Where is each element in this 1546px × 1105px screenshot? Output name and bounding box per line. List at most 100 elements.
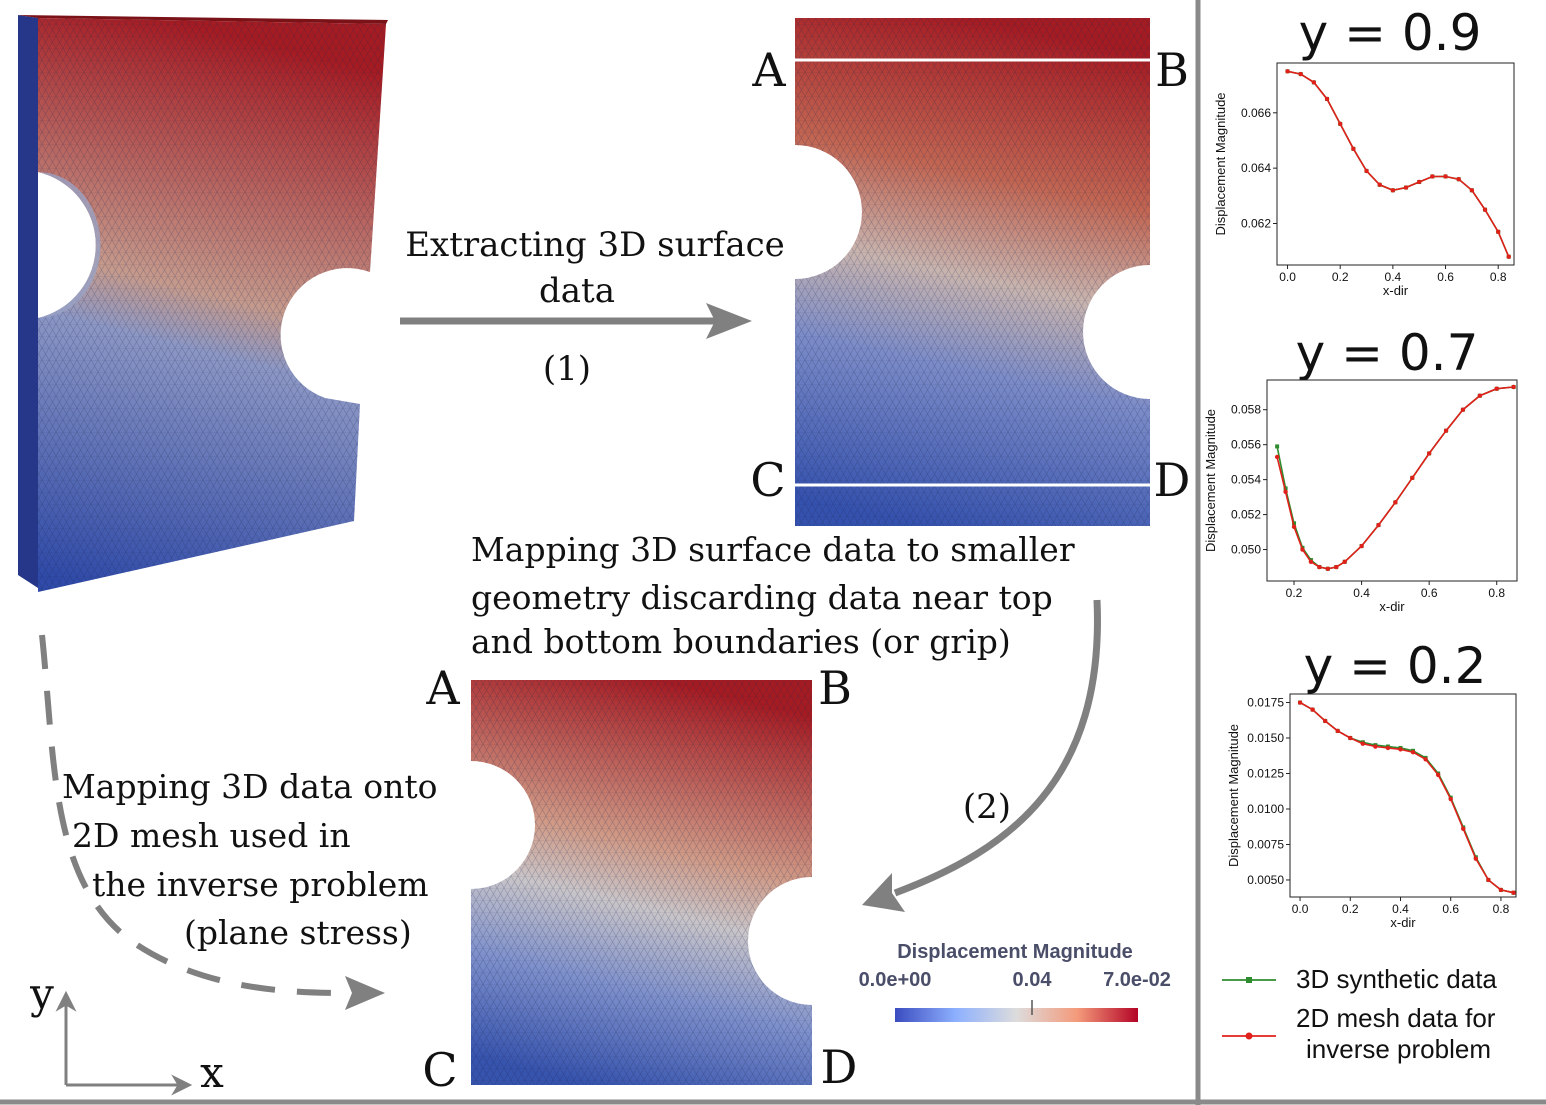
label-c-top: C	[750, 453, 785, 507]
axis-x-label: x	[200, 1048, 224, 1097]
specimen-3d	[18, 15, 388, 592]
step3-arrow-head	[345, 976, 385, 1010]
series-line-2d	[1287, 70, 1510, 258]
point-2d	[1494, 386, 1499, 391]
point-2d	[1317, 564, 1322, 570]
point-2d	[1461, 826, 1466, 832]
step1-label-line1: Extracting 3D surface	[405, 225, 785, 265]
y-tick-label: 0.066	[1241, 106, 1271, 120]
point-2d	[1506, 254, 1511, 259]
colorbar: Displacement Magnitude 0.0e+00 0.04 7.0e…	[859, 941, 1171, 1022]
y-axis-label: Displacement Magnitude	[1213, 92, 1228, 235]
y-tick-label: 0.064	[1241, 161, 1271, 175]
label-b-bottom: B	[818, 661, 852, 715]
step2-number: (2)	[963, 787, 1011, 827]
point-2d	[1300, 547, 1305, 552]
y-tick-label: 0.052	[1231, 508, 1261, 522]
point-2d	[1311, 80, 1317, 85]
point-2d	[1443, 428, 1449, 433]
point-2d	[1403, 185, 1409, 190]
x-tick-label: 0.8	[1493, 902, 1510, 916]
x-tick-label: 0.0	[1279, 270, 1296, 284]
label-a-top: A	[751, 43, 786, 97]
point-2d	[1410, 750, 1416, 755]
point-2d	[1398, 747, 1403, 752]
colorbar-title: Displacement Magnitude	[897, 941, 1133, 963]
step2-arrow	[862, 599, 1101, 912]
mesh-2d	[471, 680, 812, 1085]
point-2d	[1308, 559, 1314, 564]
label-d-bottom: D	[821, 1040, 858, 1094]
colorbar-mid-label: 0.04	[1013, 969, 1053, 991]
point-2d	[1423, 757, 1428, 762]
step2-label-line1: Mapping 3D surface data to smaller	[471, 530, 1075, 569]
label-c-bottom: C	[422, 1043, 457, 1097]
plot-frame	[1276, 62, 1515, 266]
point-2d	[1364, 168, 1369, 174]
y-tick-label: 0.0150	[1247, 731, 1284, 745]
point-3d	[1292, 521, 1297, 526]
point-3d	[1283, 486, 1288, 491]
x-tick-label: 0.2	[1332, 270, 1349, 284]
point-2d	[1393, 500, 1398, 505]
point-2d	[1460, 407, 1466, 412]
point-2d	[1473, 856, 1479, 861]
x-tick-label: 0.4	[1353, 586, 1370, 600]
step3-label-line1: Mapping 3D data onto	[62, 767, 438, 806]
plot-title: y = 0.9	[1299, 4, 1482, 62]
plot-frame	[1266, 379, 1518, 582]
x-tick-label: 0.6	[1421, 586, 1438, 600]
point-2d	[1511, 890, 1516, 895]
label-d-top: D	[1154, 453, 1191, 507]
point-2d	[1359, 543, 1364, 549]
point-2d	[1376, 522, 1381, 528]
point-2d	[1435, 772, 1441, 778]
step3-label-line3: the inverse problem	[92, 865, 429, 904]
point-2d	[1469, 188, 1475, 193]
point-2d	[1426, 451, 1432, 456]
point-2d	[1274, 454, 1280, 460]
legend-label-3d: 3D synthetic data	[1296, 964, 1497, 994]
y-axis-label: Displacement Magnitude	[1226, 724, 1241, 867]
step3-label-line2: 2D mesh used in	[72, 816, 351, 855]
point-2d	[1496, 229, 1501, 234]
point-2d	[1298, 71, 1303, 77]
point-2d	[1448, 796, 1453, 802]
point-2d	[1486, 877, 1491, 883]
legend: 3D synthetic data 2D mesh data for inver…	[1222, 964, 1497, 1064]
y-tick-label: 0.054	[1231, 473, 1261, 487]
x-axis-label: x-dir	[1383, 283, 1409, 298]
point-2d	[1348, 735, 1353, 741]
y-tick-label: 0.056	[1231, 438, 1261, 452]
x-axis-label: x-dir	[1379, 599, 1405, 614]
plot-frame	[1289, 693, 1517, 898]
point-2d	[1322, 718, 1328, 724]
point-3d	[1275, 444, 1280, 449]
y-tick-label: 0.062	[1241, 216, 1271, 230]
point-2d	[1334, 564, 1339, 570]
point-2d	[1410, 475, 1415, 481]
point-2d	[1430, 174, 1435, 179]
axis-y-label: y	[29, 969, 54, 1018]
y-tick-label: 0.0050	[1247, 873, 1284, 887]
x-tick-label: 0.8	[1488, 586, 1505, 600]
point-2d	[1390, 188, 1396, 193]
step1-number: (1)	[543, 349, 591, 389]
x-tick-label: 0.6	[1437, 270, 1454, 284]
x-tick-label: 0.4	[1392, 902, 1409, 916]
point-2d	[1325, 566, 1331, 571]
y-tick-label: 0.050	[1231, 543, 1261, 557]
plot-title: y = 0.2	[1304, 637, 1487, 695]
point-2d	[1297, 700, 1303, 705]
point-2d	[1285, 69, 1290, 74]
x-tick-label: 0.2	[1342, 902, 1359, 916]
point-2d	[1338, 121, 1343, 127]
point-2d	[1335, 728, 1340, 734]
point-2d	[1351, 146, 1356, 151]
point-2d	[1310, 707, 1315, 712]
y-tick-label: 0.0100	[1247, 802, 1284, 816]
point-2d	[1373, 744, 1378, 749]
